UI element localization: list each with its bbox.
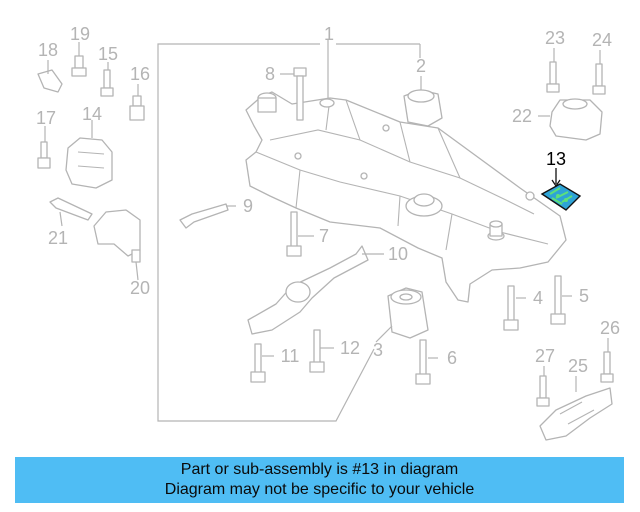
banner-line-disclaimer: Diagram may not be specific to your vehi… (164, 481, 475, 498)
callout-13[interactable]: 13 (546, 149, 566, 169)
bolt-27 (536, 375, 550, 407)
callout-27[interactable]: 27 (535, 346, 555, 366)
callout-12[interactable]: 12 (340, 338, 360, 358)
callout-16[interactable]: 16 (130, 64, 150, 84)
info-banner: Part or sub-assembly is #13 in diagram D… (15, 457, 624, 503)
callout-15[interactable]: 15 (98, 44, 118, 64)
bolt-26 (600, 351, 614, 383)
front-subframe (245, 91, 567, 303)
bolt-23 (546, 61, 560, 93)
bolt-9 (179, 203, 229, 229)
mount-bushing-lower (387, 287, 429, 339)
callout-26[interactable]: 26 (600, 318, 620, 338)
callout-22[interactable]: 22 (512, 106, 532, 126)
callout-8[interactable]: 8 (265, 64, 275, 84)
bolt-21 (49, 197, 93, 221)
callout-24[interactable]: 24 (592, 30, 612, 50)
banner-line-part: Part or sub-assembly is #13 in diagram (180, 461, 459, 478)
engine-mount-22 (549, 98, 603, 141)
callout-1[interactable]: 1 (324, 24, 334, 44)
bolt-11 (250, 343, 266, 383)
callout-14[interactable]: 14 (82, 104, 102, 124)
bolt-16 (129, 95, 145, 121)
mount-bracket-20 (93, 209, 141, 263)
callout-4[interactable]: 4 (533, 288, 543, 308)
bracket-25 (539, 387, 613, 441)
callout-18[interactable]: 18 (38, 40, 58, 60)
callout-23[interactable]: 23 (545, 28, 565, 48)
callout-11[interactable]: 11 (281, 346, 300, 366)
bolt-15 (100, 69, 114, 97)
bolt-6 (415, 339, 431, 385)
callout-20[interactable]: 20 (130, 278, 150, 298)
callout-9[interactable]: 9 (243, 196, 253, 216)
callout-17[interactable]: 17 (36, 108, 56, 128)
callout-2[interactable]: 2 (416, 56, 426, 76)
callout-21[interactable]: 21 (48, 228, 68, 248)
callout-25[interactable]: 25 (568, 356, 588, 376)
bolt-5 (550, 275, 566, 325)
bolt-12 (309, 329, 325, 373)
callout-7[interactable]: 7 (319, 226, 329, 246)
torque-rod (247, 245, 369, 335)
bracket-18 (37, 69, 63, 93)
callout-6[interactable]: 6 (447, 348, 457, 368)
callout-3[interactable]: 3 (373, 340, 383, 360)
bolt-8 (293, 67, 307, 121)
parts-diagram: 1 2 3 4 5 6 7 8 9 10 11 12 13 14 15 16 1… (36, 24, 620, 441)
callout-10[interactable]: 10 (388, 244, 408, 264)
bolt-17 (37, 141, 51, 169)
assembly-frame (157, 43, 375, 422)
callout-19[interactable]: 19 (70, 24, 90, 44)
bolt-7 (286, 211, 302, 257)
bolt-19 (71, 55, 87, 77)
bolt-4 (503, 285, 519, 331)
highlighted-part-13[interactable] (540, 183, 582, 211)
callout-5[interactable]: 5 (579, 286, 589, 306)
leader-lines (44, 40, 609, 392)
mount-bushing-upper (403, 89, 443, 127)
engine-mount-14 (65, 137, 113, 189)
bolt-24 (592, 63, 606, 95)
